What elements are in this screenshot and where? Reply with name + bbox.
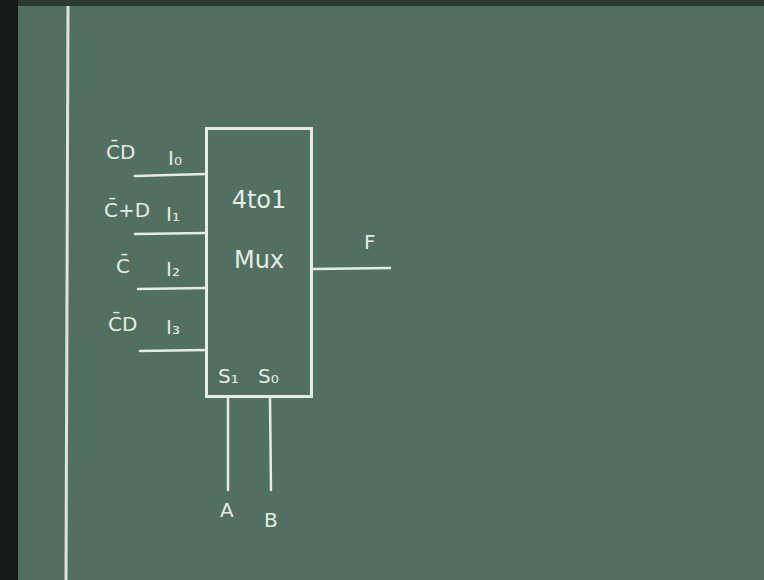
pin-name: I₁ xyxy=(166,202,180,226)
pin-name: S₀ xyxy=(258,364,279,388)
select-wire xyxy=(270,398,271,490)
pin-name: I₃ xyxy=(166,315,180,339)
input-wire xyxy=(140,350,205,351)
pin-name: I₀ xyxy=(168,146,182,170)
input-wire xyxy=(135,233,205,234)
mux-title: 4to1 Mux xyxy=(219,170,299,290)
input-expression: C̄ xyxy=(116,254,130,278)
signal-name: F xyxy=(364,230,376,254)
pin-name: S₁ xyxy=(218,364,239,388)
margin-line xyxy=(66,6,68,580)
input-wire xyxy=(135,174,205,176)
board-top xyxy=(18,0,764,6)
input-expression: C̄D xyxy=(106,140,135,164)
select-wire xyxy=(227,398,230,490)
output-wire xyxy=(313,268,390,269)
mux-box: 4to1 Mux xyxy=(205,127,313,398)
signal-name: B xyxy=(264,508,278,532)
signal-name: A xyxy=(220,498,234,522)
board-edge xyxy=(0,0,18,580)
pin-name: I₂ xyxy=(166,257,180,281)
input-expression: C̄D xyxy=(108,312,137,336)
input-wire xyxy=(138,288,205,289)
input-expression: C̄+D xyxy=(104,198,150,222)
